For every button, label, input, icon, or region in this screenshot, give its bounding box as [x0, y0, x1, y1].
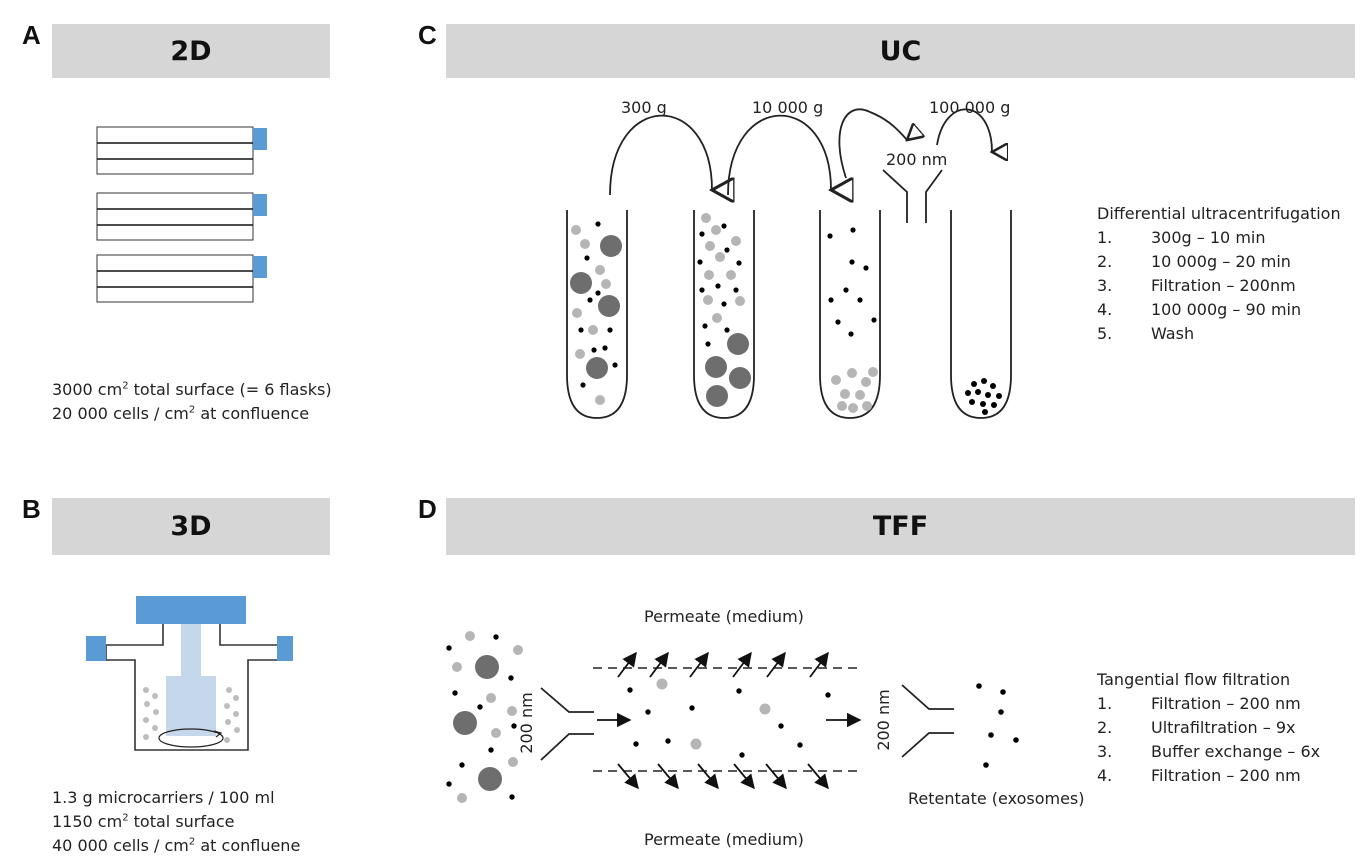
header-3d: 3D	[52, 498, 330, 555]
flask-cap-2	[253, 194, 267, 216]
microcarriers	[143, 687, 240, 743]
2d-surface-value: 3000 cm	[52, 380, 123, 399]
2d-density-desc: at confluence	[195, 404, 310, 423]
3d-density-desc: at confluene	[195, 836, 301, 855]
uc-speed-100000g: 100 000 g	[929, 98, 1011, 117]
3d-density-unit-exponent: 2	[188, 836, 196, 848]
bioreactor-shaft	[181, 624, 201, 676]
tff-outlet-funnel	[901, 684, 954, 758]
uc-step-number: 4.	[1097, 300, 1113, 319]
uc-step-text: Filtration – 200nm	[1151, 276, 1296, 295]
tff-list-title: Tangential flow filtration	[1097, 670, 1291, 689]
3d-surface-desc: total surface	[128, 812, 235, 831]
tube-2	[693, 210, 755, 419]
header-uc: UC	[446, 24, 1355, 78]
header-2d: 2D	[52, 24, 330, 78]
tube-3	[819, 210, 881, 419]
tff-filter-label-right: 200 nm	[874, 689, 893, 750]
uc-step-text: 300g – 10 min	[1151, 228, 1266, 247]
tube-1	[566, 210, 628, 419]
uc-list-title: Differential ultracentrifugation	[1097, 204, 1341, 223]
uc-step-text: 100 000g – 90 min	[1151, 300, 1302, 319]
uc-step: 1. 300g – 10 min	[1097, 228, 1301, 252]
tff-filter-label-left: 200 nm	[517, 692, 536, 753]
uc-step-number: 1.	[1097, 228, 1113, 247]
tff-step: 3. Buffer exchange – 6x	[1097, 742, 1320, 766]
side-port-left	[86, 636, 106, 661]
arc-filter-in	[838, 108, 907, 179]
2d-caption-line-1: 3000 cm2 total surface (= 6 flasks)	[52, 380, 332, 399]
uc-step-number: 2.	[1097, 252, 1113, 271]
3d-caption-line-1: 1.3 g microcarriers / 100 ml	[52, 788, 275, 807]
2d-surface-unit-exponent: 2	[122, 380, 129, 392]
3d-caption-line-2: 1150 cm2 total surface	[52, 812, 234, 831]
flask-cap-3	[253, 256, 267, 278]
tff-step-number: 3.	[1097, 742, 1113, 761]
tff-step-number: 4.	[1097, 766, 1113, 785]
tff-step-text: Filtration – 200 nm	[1151, 766, 1301, 785]
tff-permeate-bottom: Permeate (medium)	[644, 830, 804, 849]
tff-step: 1. Filtration – 200 nm	[1097, 694, 1320, 718]
uc-step: 2. 10 000g – 20 min	[1097, 252, 1301, 276]
tff-step-text: Ultrafiltration – 9x	[1151, 718, 1296, 737]
uc-speed-300g: 300 g	[621, 98, 667, 117]
3d-caption-line-3: 40 000 cells / cm2 at confluene	[52, 836, 300, 855]
uc-speed-10000g: 10 000 g	[752, 98, 824, 117]
stir-bar	[158, 728, 224, 748]
tff-step-number: 2.	[1097, 718, 1113, 737]
permeate-arrows-top	[617, 651, 829, 678]
uc-filter-label: 200 nm	[886, 150, 948, 169]
3d-surface-unit-exponent: 2	[122, 812, 129, 824]
tff-step-list: 1. Filtration – 200 nm 2. Ultrafiltration …	[1097, 694, 1320, 790]
bioreactor	[86, 596, 293, 751]
uc-step: 3. Filtration – 200nm	[1097, 276, 1301, 300]
panel-letter-a: A	[22, 20, 41, 50]
uc-step: 4. 100 000g – 90 min	[1097, 300, 1301, 324]
uc-step-text: Wash	[1151, 324, 1195, 343]
arc-300g	[609, 114, 712, 195]
2d-caption-line-2: 20 000 cells / cm2 at confluence	[52, 404, 309, 423]
panel-letter-d: D	[418, 494, 437, 524]
tff-permeate-top: Permeate (medium)	[644, 607, 804, 626]
uc-step-text: 10 000g – 20 min	[1151, 252, 1291, 271]
bioreactor-impeller	[166, 676, 216, 736]
tff-inlet-funnel	[540, 687, 594, 761]
tff-step: 2. Ultrafiltration – 9x	[1097, 718, 1320, 742]
uc-step-number: 5.	[1097, 324, 1113, 343]
bioreactor-lid	[136, 596, 246, 624]
3d-surface-value: 1150 cm	[52, 812, 123, 831]
panel-letter-b: B	[22, 494, 41, 524]
tff-step-number: 1.	[1097, 694, 1113, 713]
arc-100000g	[936, 108, 992, 152]
channel-particles	[627, 678, 831, 758]
2d-density-value: 20 000 cells / cm	[52, 404, 189, 423]
header-tff: TFF	[446, 498, 1355, 555]
feed-particles	[446, 631, 523, 803]
side-port-right	[277, 636, 293, 661]
tff-step-text: Buffer exchange – 6x	[1151, 742, 1321, 761]
flask-cap-1	[253, 128, 267, 150]
uc-step-list: 1. 300g – 10 min 2. 10 000g – 20 min 3. Fil…	[1097, 228, 1301, 348]
retentate-exosomes	[976, 683, 1019, 768]
permeate-arrows-bottom	[617, 763, 829, 790]
3d-density-value: 40 000 cells / cm	[52, 836, 189, 855]
flask-stack	[96, 126, 267, 303]
uc-step-number: 3.	[1097, 276, 1113, 295]
tff-step-text: Filtration – 200 nm	[1151, 694, 1301, 713]
uc-step: 5. Wash	[1097, 324, 1301, 348]
tube-4	[950, 210, 1012, 419]
tff-retentate-label: Retentate (exosomes)	[908, 789, 1085, 808]
flask-1	[96, 126, 267, 175]
filter-funnel	[882, 169, 943, 223]
2d-density-unit-exponent: 2	[188, 404, 196, 416]
flask-2	[96, 192, 267, 241]
flask-3	[96, 254, 267, 303]
arc-10000g	[727, 114, 831, 195]
tff-step: 4. Filtration – 200 nm	[1097, 766, 1320, 790]
2d-surface-desc: total surface (= 6 flasks)	[128, 380, 332, 399]
panel-letter-c: C	[418, 20, 437, 50]
